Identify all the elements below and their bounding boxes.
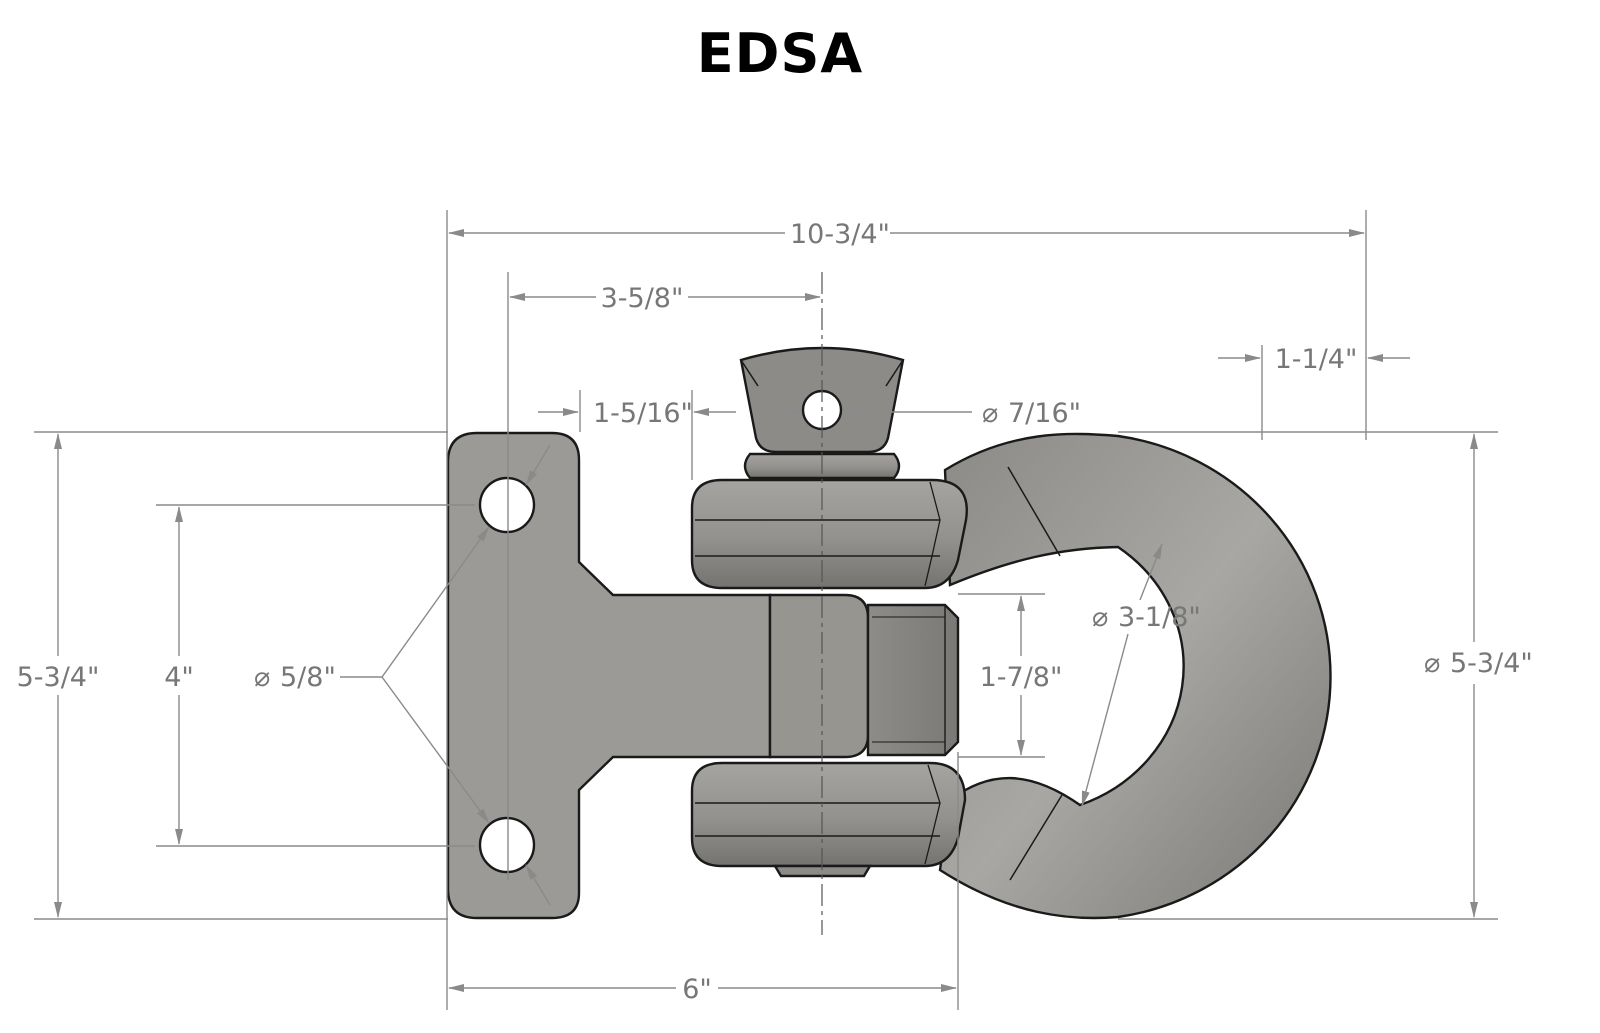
- shackle-ear-bottom: [690, 761, 967, 868]
- diameter-symbol-pin: ⌀: [982, 398, 998, 429]
- dim-pin-hole: 7/16": [1008, 398, 1081, 429]
- dim-mount-hole: 5/8": [280, 662, 336, 693]
- shackle-ear-top: [690, 478, 968, 590]
- mounting-plate: [446, 431, 772, 920]
- dim-plate-height: 5-3/4": [17, 662, 100, 693]
- diameter-symbol-mount: ⌀: [254, 662, 270, 693]
- dim-outer-diameter: 5-3/4": [1450, 648, 1533, 679]
- diameter-symbol-outer: ⌀: [1424, 648, 1440, 679]
- mount-hole-bottom: [478, 816, 536, 874]
- dimension-lines: [34, 210, 1498, 1010]
- mount-hole-top: [478, 476, 536, 534]
- dim-jaw-width: 1-7/8": [980, 662, 1063, 693]
- dim-pin-offset: 3-5/8": [601, 283, 684, 314]
- shackle-bow: [938, 432, 1332, 920]
- dimension-labels: 10-3/4" 3-5/8" 1-1/4" 1-5/16" ⌀ 7/16" 5-…: [17, 219, 1533, 1005]
- dim-shackle-offset: 1-1/4": [1275, 344, 1358, 375]
- dim-hole-spacing: 4": [164, 662, 194, 693]
- drawing-title: EDSA: [696, 22, 864, 85]
- dim-plate-gap: 1-5/16": [593, 398, 693, 429]
- diameter-symbol-inner: ⌀: [1092, 602, 1108, 633]
- tongue: [768, 593, 870, 759]
- dim-inner-diameter: 3-1/8": [1118, 602, 1201, 633]
- pin-nub: [772, 864, 873, 878]
- shackle-assembly: [446, 346, 1332, 920]
- dim-overall-length: 10-3/4": [790, 219, 890, 250]
- dim-base-length: 6": [682, 974, 712, 1005]
- technical-drawing: 10-3/4" 3-5/8" 1-1/4" 1-5/16" ⌀ 7/16" 5-…: [17, 210, 1533, 1010]
